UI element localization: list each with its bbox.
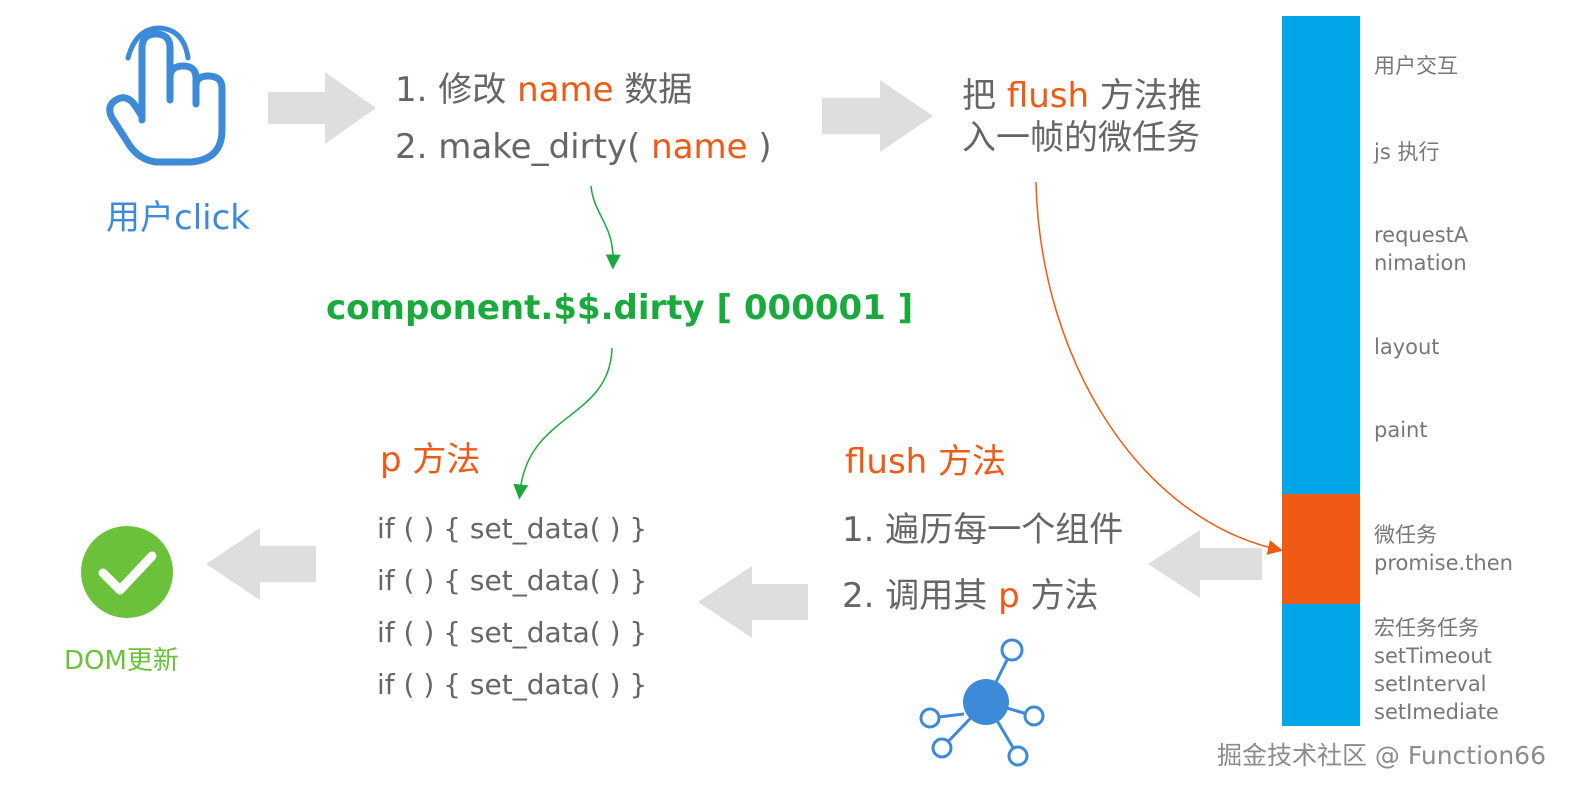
timeline-frame-segment	[1282, 16, 1360, 494]
timeline-label-settimeout: setTimeout	[1374, 644, 1492, 668]
arrow-left-2	[698, 566, 808, 638]
connector-microtask	[1035, 181, 1283, 555]
modify-step-2-suffix: )	[747, 127, 772, 167]
p-method-title: p 方法	[380, 440, 481, 480]
flush-method-step-2: 2. 调用其 p 方法	[842, 568, 1098, 617]
flush-push-suffix: 方法推	[1089, 76, 1202, 116]
flush-step-2-highlight: p	[998, 576, 1020, 616]
arrow-left-3	[206, 528, 316, 600]
timeline-macrotask-segment	[1282, 604, 1360, 726]
timeline-label-layout: layout	[1374, 335, 1440, 359]
timeline-label-paint: paint	[1374, 418, 1428, 442]
timeline-label-macrotask: 宏任务任务	[1374, 616, 1479, 640]
timeline-label-setimediate: setImediate	[1374, 700, 1499, 724]
flush-step-2-prefix: 2. 调用其	[842, 576, 999, 616]
modify-step-2-prefix: 2. make_dirty(	[395, 127, 652, 167]
modify-step-2: 2. make_dirty( name )	[395, 127, 772, 167]
user-label-action: click	[174, 198, 250, 238]
arrow-left-1	[1148, 530, 1262, 598]
flush-push-line-2: 入一帧的微任务	[962, 118, 1200, 158]
modify-step-1-prefix: 1. 修改	[395, 70, 518, 110]
network-nodes-icon	[919, 638, 1045, 767]
watermark: 掘金技术社区 @ Function66	[1216, 741, 1546, 770]
flush-method-step-1: 1. 遍历每一个组件	[842, 510, 1124, 550]
timeline-label-setinterval: setInterval	[1374, 672, 1487, 696]
flush-push-prefix: 把	[962, 76, 1007, 116]
code-line: if ( ) { set_data( ) }	[377, 512, 648, 545]
dirty-bitmask-label: component.$$.dirty [ 000001 ]	[326, 288, 914, 328]
timeline-label-user-interaction: 用户交互	[1374, 54, 1458, 78]
arrow-right-2	[822, 80, 933, 152]
user-click-label: 用户click	[106, 190, 250, 239]
timeline-microtask-segment	[1282, 494, 1360, 604]
timeline-label-raf-2: nimation	[1374, 251, 1467, 275]
flush-push-line-1: 把 flush 方法推	[962, 68, 1202, 117]
arrow-right-1	[268, 72, 376, 144]
dom-update-label: DOM更新	[64, 646, 179, 676]
flush-push-highlight: flush	[1006, 76, 1090, 116]
check-circle-icon	[81, 526, 173, 618]
timeline-label-microtask: 微任务	[1374, 523, 1437, 547]
p-method-code: if ( ) { set_data( ) } if ( ) { set_data…	[377, 512, 647, 720]
modify-step-2-highlight: name	[651, 127, 748, 167]
timeline-label-js-exec: js 执行	[1374, 140, 1440, 164]
code-line: if ( ) { set_data( ) }	[377, 564, 648, 597]
code-line: if ( ) { set_data( ) }	[377, 616, 648, 649]
flush-step-2-suffix: 方法	[1019, 576, 1099, 616]
hand-pointer-icon	[106, 25, 226, 166]
flush-method-title: flush 方法	[845, 442, 1007, 482]
connector-dirty	[590, 185, 621, 270]
connector-p-method	[513, 347, 613, 500]
user-label-prefix: 用户	[106, 198, 174, 238]
modify-step-1-highlight: name	[517, 70, 614, 110]
modify-step-1: 1. 修改 name 数据	[395, 62, 692, 111]
timeline-label-promise-then: promise.then	[1374, 551, 1513, 575]
timeline-label-raf-1: requestA	[1374, 223, 1469, 247]
code-line: if ( ) { set_data( ) }	[377, 668, 648, 701]
modify-step-1-suffix: 数据	[613, 70, 693, 110]
